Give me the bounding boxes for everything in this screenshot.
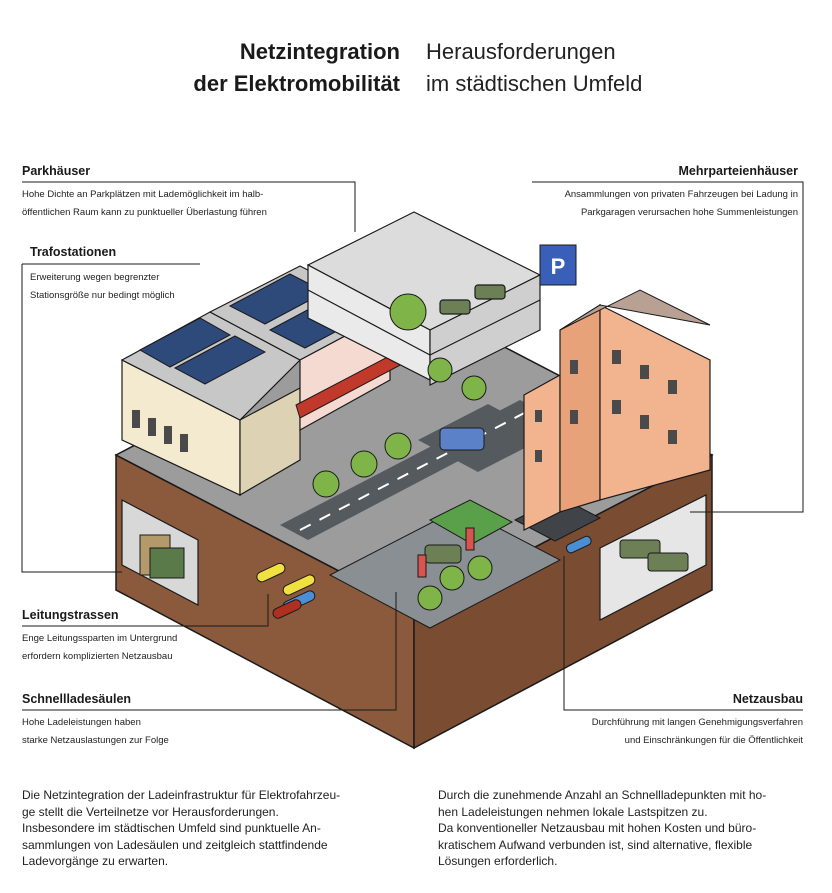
text-trafostationen-line-2: Stationsgröße nur bedingt möglich: [30, 290, 175, 301]
text-leitungstrassen: Enge Leitungssparten im Untergrund erfor…: [22, 630, 177, 666]
paragraph-right-line: Da konventioneller Netzausbau mit hohen …: [438, 821, 757, 835]
title-line-2: der Elektromobilität: [193, 71, 400, 96]
paragraph-right-line: kratischem Aufwand verbunden ist, sind a…: [438, 837, 753, 852]
text-leitungstrassen-line-1: Enge Leitungssparten im Untergrund: [22, 633, 178, 644]
paragraph-right: Durch die zunehmende Anzahl an Schnellla…: [438, 787, 808, 870]
paragraph-left-line: ge stellt die Verteilnetze vor Herausfor…: [22, 804, 279, 819]
trees: [312, 293, 493, 611]
parking-sign-letter: P: [551, 254, 566, 279]
text-schnellladesaeulen: Hohe Ladeleistungen haben starke Netzaus…: [22, 714, 169, 750]
text-netzausbau: Durchführung mit langen Genehmigungsverf…: [520, 714, 803, 750]
text-mehrparteienhaeuser-line-2: Parkgaragen verursachen hohe Summenleist…: [580, 207, 798, 218]
text-parkhaeuser-line-2: öffentlichen Raum kann zu punktueller Üb…: [22, 207, 267, 218]
paragraph-right-line: hen Ladeleistungen nehmen lokale Lastspi…: [438, 804, 708, 819]
paragraph-left-line: Insbesondere im städtischen Umfeld sind …: [22, 821, 321, 835]
title-subtitle: Herausforderungen im städtischen Umfeld: [426, 36, 766, 100]
fast-chargers: [417, 527, 475, 578]
callout-lines: [21, 181, 804, 711]
text-trafostationen-line-1: Erweiterung wegen begrenzter: [30, 272, 160, 283]
paragraph-right-line: Lösungen erforderlich.: [438, 854, 558, 868]
text-parkhaeuser: Hohe Dichte an Parkplätzen mit Lademögli…: [22, 186, 267, 222]
text-mehrparteienhaeuser: Ansammlungen von privaten Fahrzeugen bei…: [520, 186, 798, 222]
apartment-building-cream: [120, 311, 301, 497]
text-leitungstrassen-line-2: erfordern komplizierten Netzausbau: [22, 651, 173, 662]
title-line-1: Netzintegration: [239, 39, 400, 64]
paragraph-left-line: sammlungen von Ladesäulen und zeitgleich…: [22, 837, 328, 852]
parking-sign: P: [539, 244, 577, 286]
transformer-room: [121, 499, 199, 606]
text-parkhaeuser-line-1: Hohe Dichte an Parkplätzen mit Lademögli…: [22, 189, 264, 200]
subtitle-line-1: Herausforderungen: [426, 39, 616, 64]
text-mehrparteienhaeuser-line-1: Ansammlungen von privaten Fahrzeugen bei…: [564, 189, 798, 200]
subtitle-line-2: im städtischen Umfeld: [426, 71, 643, 96]
label-netzausbau: Netzausbau: [732, 692, 803, 706]
text-netzausbau-line-2: und Einschränkungen für die Öffentlichke…: [624, 735, 803, 746]
text-schnellladesaeulen-line-1: Hohe Ladeleistungen haben: [22, 717, 141, 728]
text-trafostationen: Erweiterung wegen begrenzter Stationsgrö…: [30, 269, 175, 305]
label-schnellladesaeulen: Schnellladesäulen: [22, 692, 132, 706]
text-schnellladesaeulen-line-2: starke Netzauslastungen zur Folge: [22, 735, 169, 746]
label-parkhaeuser: Parkhäuser: [22, 164, 91, 178]
parking-garage: [306, 211, 542, 386]
text-netzausbau-line-1: Durchführung mit langen Genehmigungsverf…: [591, 717, 803, 728]
paragraph-left-line: Ladevorgänge zu erwarten.: [22, 854, 169, 868]
paragraph-right-line: Durch die zunehmende Anzahl an Schnellla…: [438, 788, 767, 802]
underground-garage: [599, 494, 707, 621]
title-main: Netzintegration der Elektromobilität: [150, 36, 400, 100]
paragraph-left-line: Die Netzintegration der Ladeinfrastruktu…: [22, 788, 341, 802]
vehicles: [424, 427, 485, 564]
paragraph-left: Die Netzintegration der Ladeinfrastruktu…: [22, 787, 390, 870]
apartment-building-peach: [523, 289, 711, 531]
cable-pipes: [256, 535, 592, 619]
label-leitungstrassen: Leitungstrassen: [22, 608, 119, 622]
label-trafostationen: Trafostationen: [30, 245, 117, 259]
label-mehrparteienhaeuser: Mehrparteienhäuser: [678, 164, 798, 178]
